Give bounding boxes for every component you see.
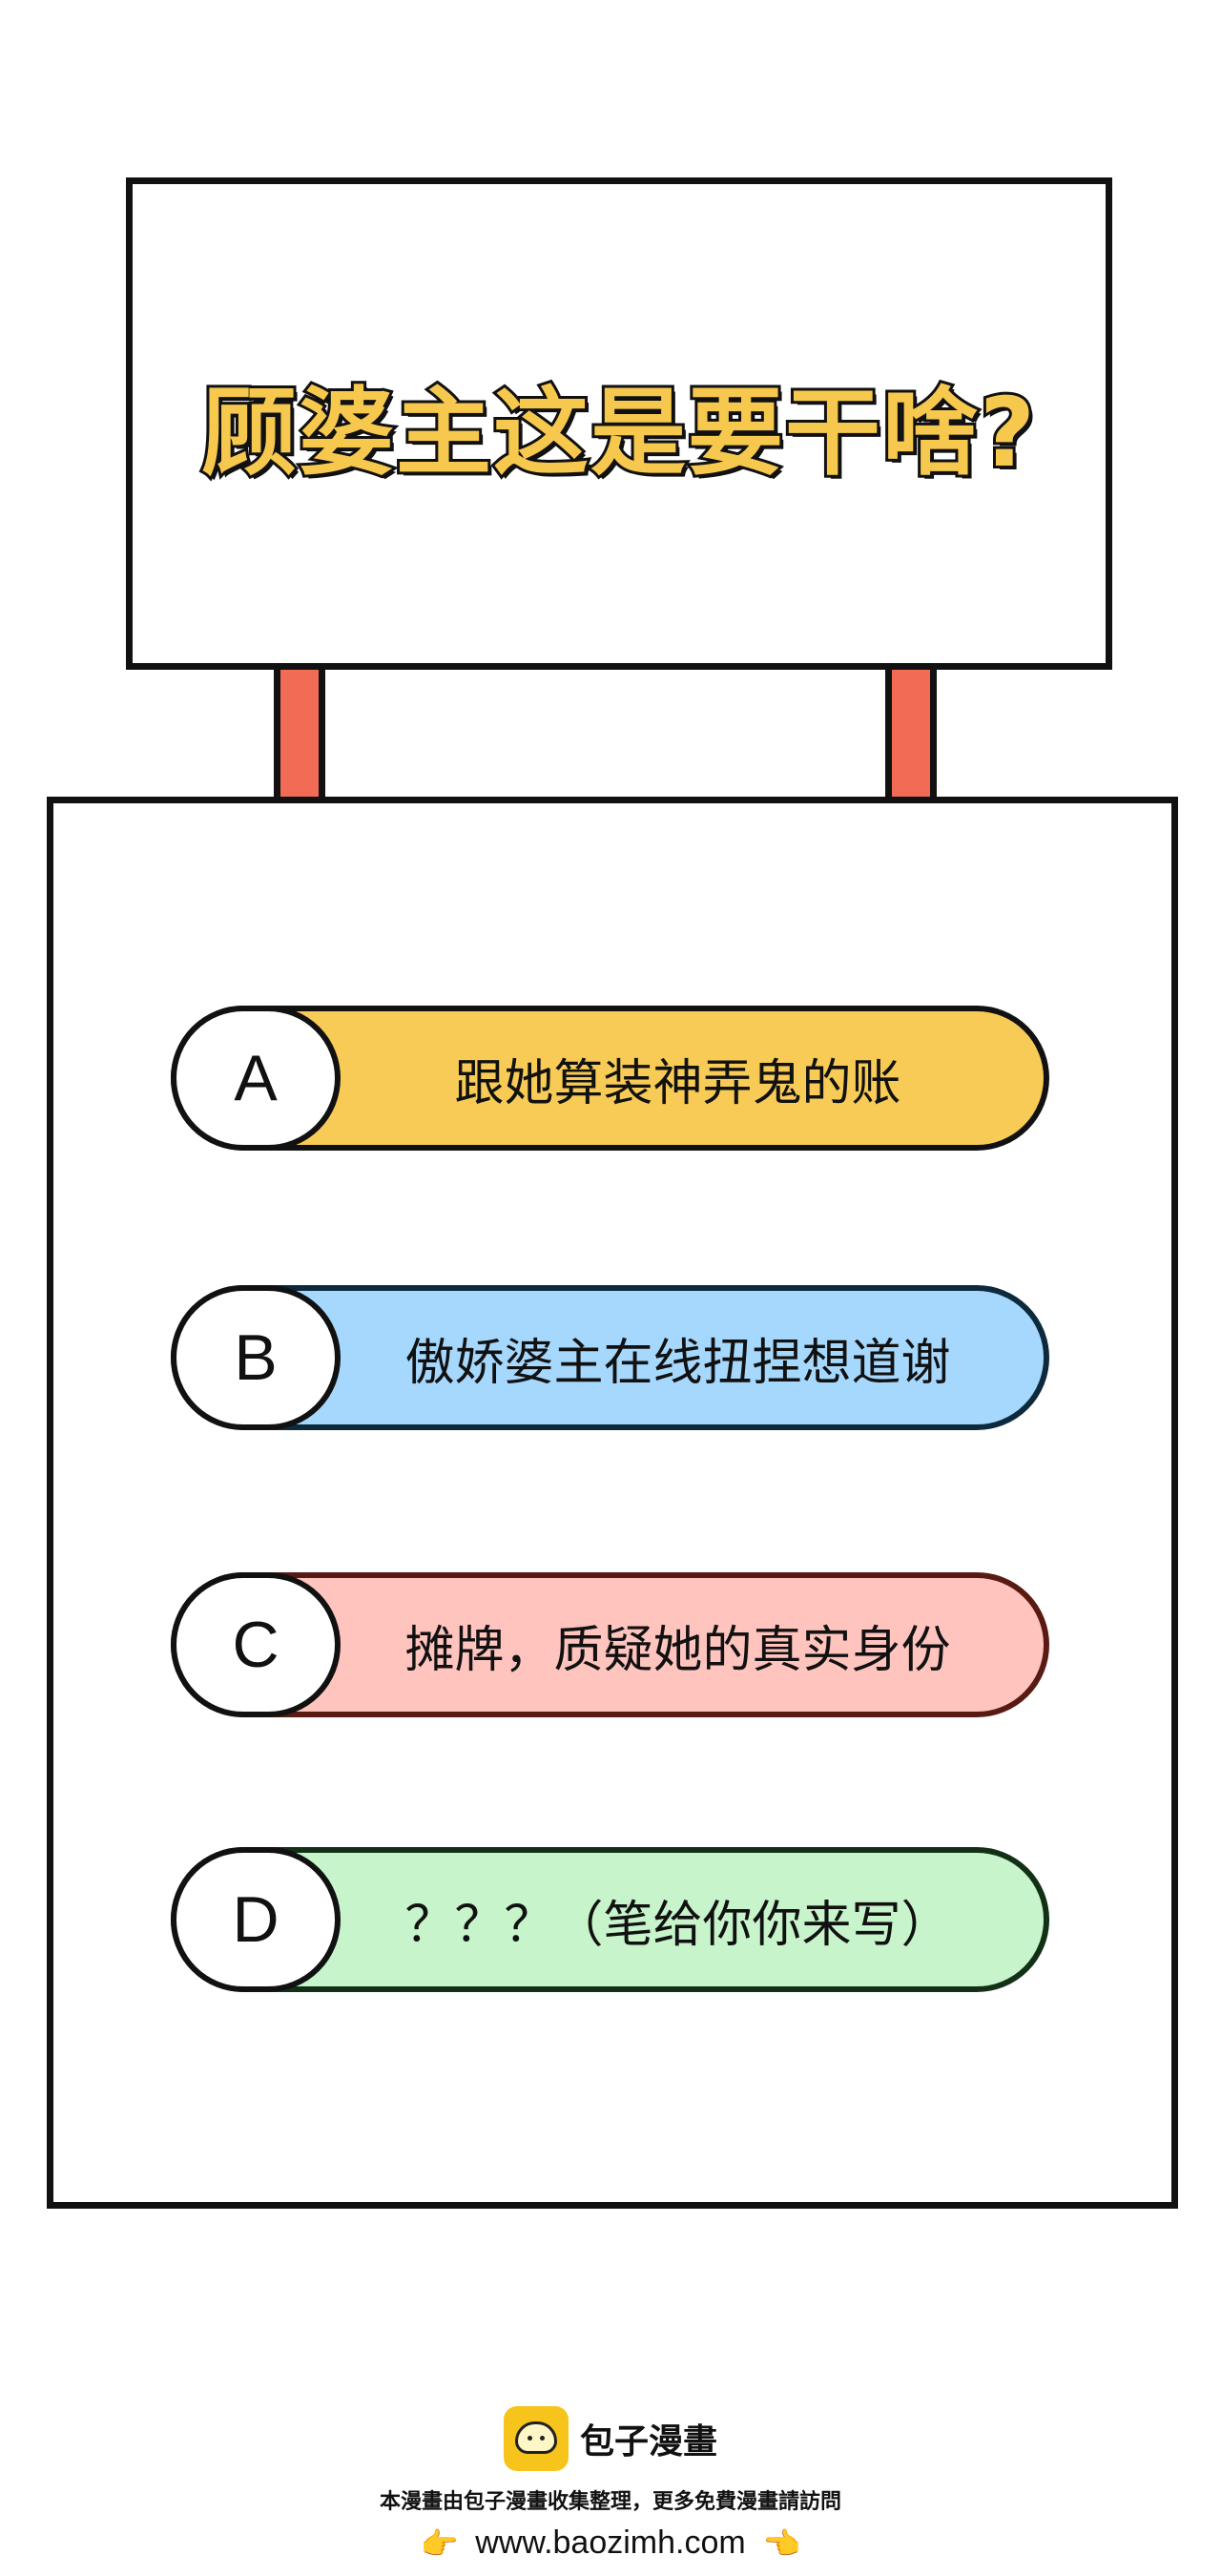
sign-post-left	[274, 670, 325, 800]
logo-row: 包子漫畫	[0, 2406, 1221, 2471]
option-c-button[interactable]: C 摊牌，质疑她的真实身份	[171, 1572, 1049, 1717]
option-b-letter: B	[171, 1285, 341, 1430]
pointing-left-hand-icon: 👈	[762, 2524, 801, 2562]
option-c-letter: C	[171, 1572, 341, 1717]
question-title: 顾婆主这是要干啥?	[198, 374, 1038, 491]
option-b-text: 傲娇婆主在线扭捏想道谢	[404, 1334, 951, 1392]
bun-logo-icon	[503, 2406, 569, 2471]
logo-text: 包子漫畫	[579, 2422, 717, 2462]
bun-face-icon	[514, 2421, 557, 2454]
option-d-letter: D	[171, 1847, 341, 1992]
footer-url-row: 👉 www.baozimh.com 👈	[0, 2524, 1221, 2562]
question-sign: 顾婆主这是要干啥?	[126, 177, 1112, 670]
footer-url-link[interactable]: www.baozimh.com	[475, 2524, 746, 2561]
option-d-text: ？？？（笔给你你来写）	[404, 1896, 951, 1954]
sign-post-right	[885, 670, 937, 800]
option-a-letter: A	[171, 1006, 341, 1151]
pointing-right-hand-icon: 👉	[420, 2524, 459, 2562]
option-b-button[interactable]: B 傲娇婆主在线扭捏想道谢	[171, 1285, 1049, 1430]
footer: 包子漫畫 本漫畫由包子漫畫收集整理，更多免費漫畫請訪問 👉 www.baozim…	[0, 2406, 1221, 2562]
option-a-text: 跟她算装神弄鬼的账	[454, 1054, 901, 1112]
option-a-button[interactable]: A 跟她算装神弄鬼的账	[171, 1006, 1049, 1151]
option-c-text: 摊牌，质疑她的真实身份	[404, 1621, 951, 1679]
footer-note: 本漫畫由包子漫畫收集整理，更多免費漫畫請訪問	[379, 2490, 841, 2514]
option-d-button[interactable]: D ？？？（笔给你你来写）	[171, 1847, 1049, 1992]
